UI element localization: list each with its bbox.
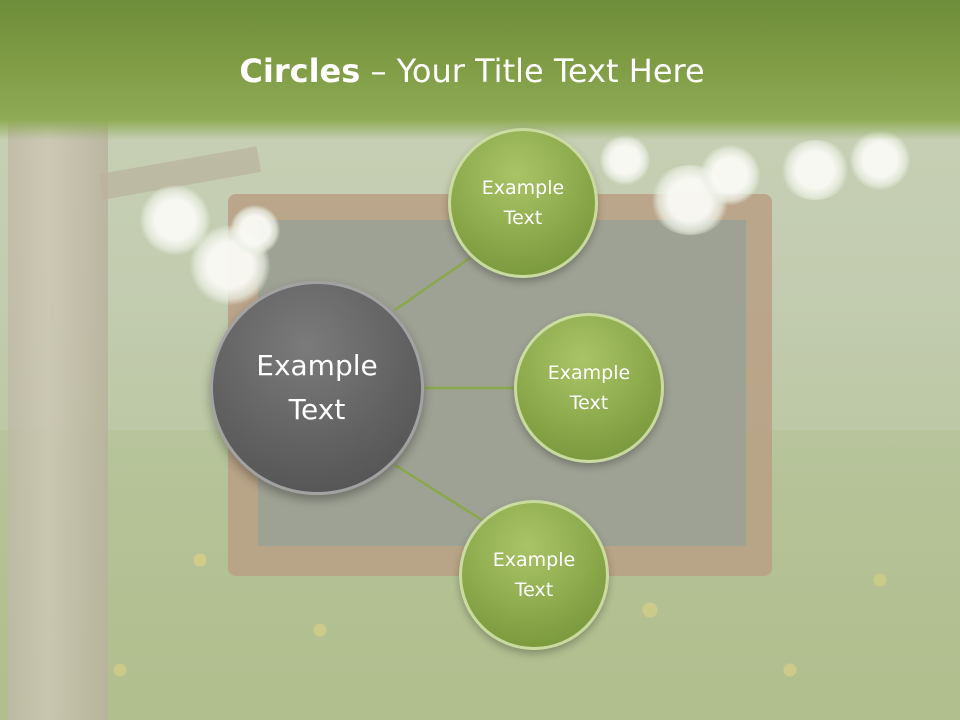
outer-circle-middle[interactable]: Example Text (514, 313, 664, 463)
outer-circle-middle-line1: Example (547, 362, 631, 384)
center-circle-line2: Text (288, 393, 346, 426)
outer-circle-bottom[interactable]: Example Text (459, 500, 609, 650)
background-blossom (700, 145, 760, 205)
outer-circle-top-line1: Example (481, 177, 565, 199)
outer-circle-middle-line2: Text (569, 392, 609, 414)
background-blossom (850, 130, 910, 190)
background-blossom (600, 135, 650, 185)
background-blossom (230, 205, 280, 255)
title-bar (0, 0, 960, 140)
connector-top (394, 256, 471, 312)
outer-circle-bottom-line2: Text (514, 579, 554, 601)
outer-circle-top-line2: Text (503, 207, 543, 229)
center-circle[interactable]: Example Text (210, 281, 424, 495)
connector-bottom (394, 463, 483, 522)
title-rest-part: – Your Title Text Here (360, 52, 705, 90)
title-bold-part: Circles (239, 52, 361, 90)
background-tree-trunk (8, 110, 108, 720)
background-blossom (780, 140, 850, 200)
outer-circle-bottom-line1: Example (492, 549, 576, 571)
outer-circle-top[interactable]: Example Text (448, 128, 598, 278)
slide-title[interactable]: Circles – Your Title Text Here (0, 52, 944, 90)
center-circle-line1: Example (256, 349, 378, 382)
